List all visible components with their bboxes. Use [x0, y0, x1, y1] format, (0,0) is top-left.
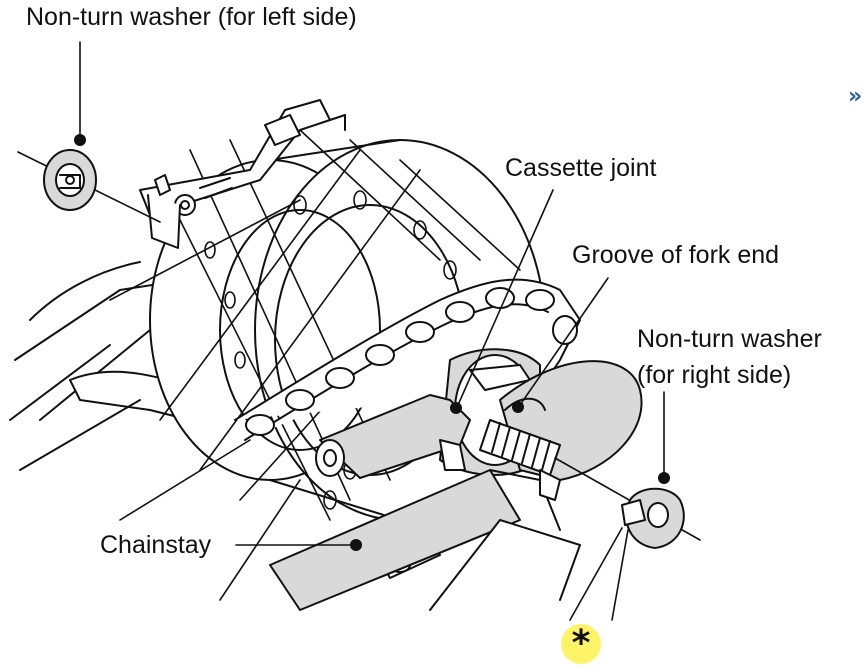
- right-non-turn-washer: [621, 487, 685, 549]
- chainstay-tube: [269, 469, 581, 611]
- double-chevron-right-icon[interactable]: »: [848, 84, 863, 109]
- label-right-washer-line2: (for right side): [637, 361, 792, 389]
- leader-dots: [74, 134, 670, 551]
- label-cassette-joint: Cassette joint: [505, 154, 657, 182]
- asterisk-badge: *: [561, 624, 601, 664]
- brake-arm: [139, 99, 346, 249]
- leader-lines: [79, 41, 665, 621]
- label-chainstay: Chainstay: [100, 531, 212, 559]
- label-groove-of-fork-end: Groove of fork end: [572, 241, 780, 269]
- label-left-washer: Non-turn washer (for left side): [26, 3, 357, 31]
- asterisk-symbol: *: [571, 623, 591, 664]
- label-right-washer-line1: Non-turn washer: [637, 325, 822, 353]
- left-non-turn-washer: [43, 149, 97, 211]
